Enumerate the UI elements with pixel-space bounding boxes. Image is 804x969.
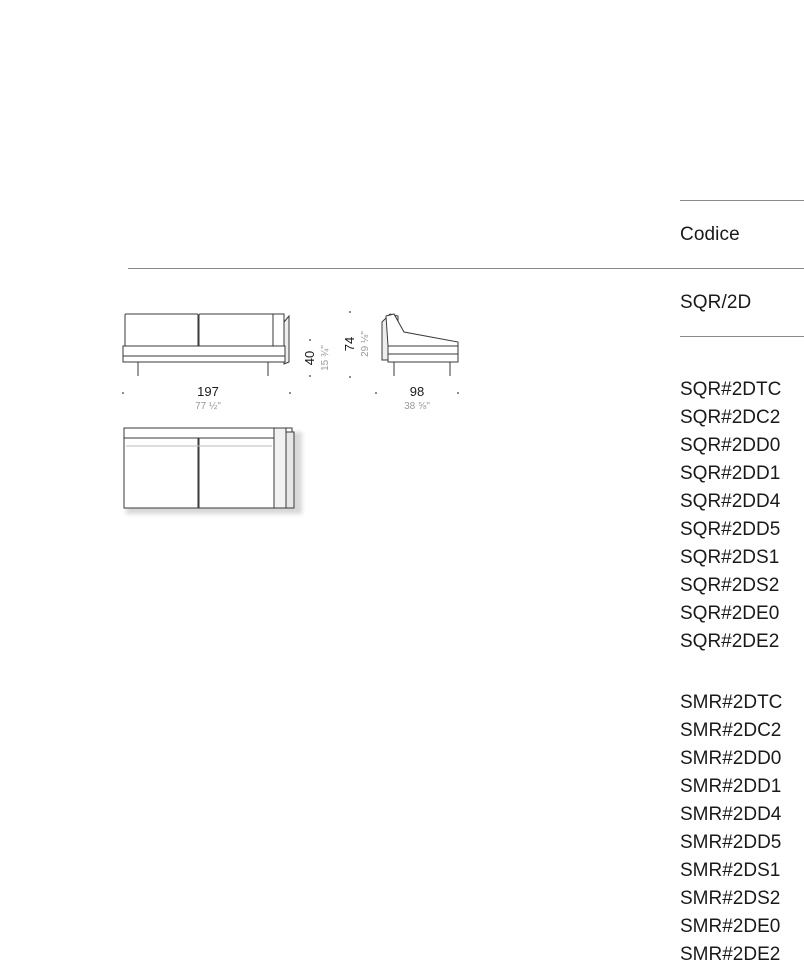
depth-in-label: 38 ⅝" (404, 401, 430, 412)
depth-cm-label: 98 (410, 384, 424, 399)
seat-height-in-label: 15 ¾" (320, 345, 331, 371)
codice-label: Codice (680, 224, 740, 245)
seat-height-cm-label: 40 (302, 351, 317, 365)
width-cm-label: 197 (197, 384, 219, 399)
top-divider (680, 200, 804, 201)
list-item: SMR#2DD5 (680, 832, 782, 853)
list-item: SQR#2DS1 (680, 547, 780, 568)
width-in-label: 77 ½" (195, 401, 221, 412)
list-item: SMR#2DTC (680, 692, 783, 713)
list-item: SQR#2DD1 (680, 463, 781, 484)
list-item: SMR#2DD4 (680, 804, 782, 825)
header-divider (128, 268, 804, 269)
list-item: SMR#2DS2 (680, 888, 781, 909)
height-cm-label: 74 (342, 337, 357, 351)
list-item: SMR#2DD0 (680, 748, 782, 769)
list-item: SQR#2DD4 (680, 491, 781, 512)
list-item: SQR#2DE0 (680, 603, 780, 624)
list-item: SMR#2DC2 (680, 720, 782, 741)
list-item: SMR#2DE0 (680, 916, 781, 937)
list-item: SQR#2DD0 (680, 435, 781, 456)
sofa-top-view-drawing (123, 427, 302, 514)
list-item: SQR#2DC2 (680, 407, 781, 428)
height-in-label: 29 ⅛" (360, 331, 371, 357)
list-item: SQR#2DS2 (680, 575, 780, 596)
code-list-sqr: SQR#2DTC SQR#2DC2 SQR#2DD0 SQR#2DD1 SQR#… (680, 376, 781, 656)
list-item: SMR#2DE2 (680, 944, 781, 965)
sofa-side-view-drawing: 40 15 ¾" 74 29 ⅛" 98 38 ⅝" (302, 311, 459, 412)
code-list-smr: SMR#2DTC SMR#2DC2 SMR#2DD0 SMR#2DD1 SMR#… (680, 689, 782, 969)
list-item: SMR#2DS1 (680, 860, 781, 881)
model-code: SQR/2D (680, 292, 752, 313)
list-item: SQR#2DTC (680, 379, 782, 400)
code-divider (680, 336, 804, 337)
sofa-front-view-drawing: 197 77 ½" (122, 313, 291, 412)
list-item: SQR#2DE2 (680, 631, 780, 652)
list-item: SMR#2DD1 (680, 776, 782, 797)
list-item: SQR#2DD5 (680, 519, 781, 540)
